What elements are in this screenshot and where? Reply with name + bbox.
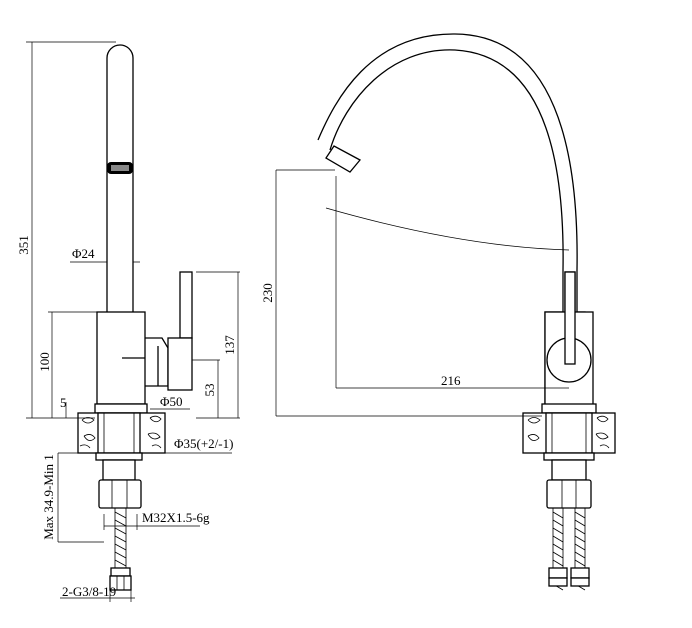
gooseneck-spout xyxy=(329,49,564,412)
front-base-ring xyxy=(541,403,597,414)
mounting-nut xyxy=(98,479,142,509)
label-dia-24: Φ24 xyxy=(72,246,95,261)
label-dia-50: Φ50 xyxy=(160,394,183,409)
label-dim-5: 5 xyxy=(60,395,67,410)
label-reach-216: 216 xyxy=(441,373,461,388)
base-ring xyxy=(94,403,148,414)
label-height-351: 351 xyxy=(16,235,31,255)
hose-fitting xyxy=(109,575,132,591)
label-height-137: 137 xyxy=(222,335,237,355)
front-view xyxy=(275,33,616,591)
label-thread-m32: M32X1.5-6g xyxy=(142,510,210,525)
side-lever xyxy=(179,271,193,339)
side-spout-tube xyxy=(106,44,134,312)
label-height-100: 100 xyxy=(37,352,52,372)
washer xyxy=(95,452,143,461)
spout-outlet xyxy=(325,145,362,173)
label-dim-53: 53 xyxy=(202,384,217,397)
label-counter-thickness: Max 34.9-Min 1 xyxy=(41,454,56,540)
front-hoses xyxy=(552,508,586,568)
handle-stub xyxy=(145,337,169,387)
lever-base xyxy=(167,337,193,391)
aerator-mesh xyxy=(111,165,129,171)
label-hose-thread: 2-G3/8-19 xyxy=(62,584,116,599)
label-dia-35: Φ35(+2/-1) xyxy=(174,436,233,451)
side-view xyxy=(26,41,240,602)
label-height-230: 230 xyxy=(260,283,275,303)
shank xyxy=(102,459,136,481)
mount-shank-upper xyxy=(97,412,141,454)
front-mounting-nut xyxy=(546,479,592,509)
